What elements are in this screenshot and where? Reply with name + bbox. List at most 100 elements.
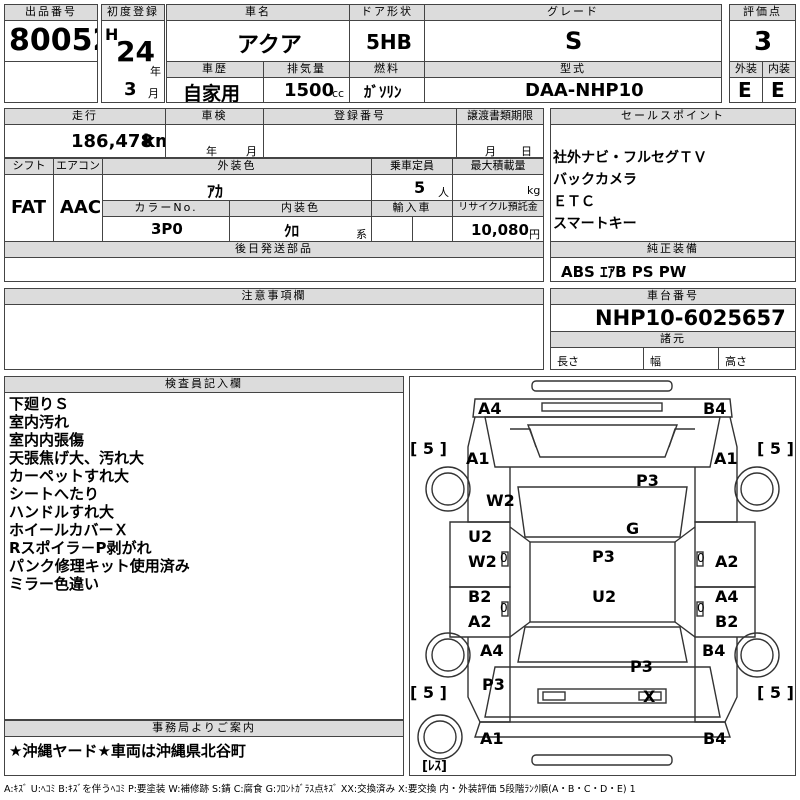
capacity: 5 [414, 178, 426, 197]
int-color-label: 内装色 [229, 200, 372, 217]
inspector-line: パンク修理キット使用済み [9, 557, 190, 575]
color-no: 3P0 [151, 220, 183, 238]
width-label: 幅 [650, 355, 661, 368]
shift-cell: FAT [4, 174, 54, 242]
mileage-label: 走行 [4, 108, 166, 125]
transfer-label: 譲渡書類期限 [456, 108, 544, 125]
history-label: 車歴 [166, 61, 264, 78]
door-cell: 5HB [349, 20, 425, 62]
damage-u2-roof: U2 [592, 587, 617, 606]
damage-u2-left-door: U2 [468, 527, 493, 546]
displacement: 1500 [284, 80, 335, 101]
sales-point-item: 社外ナビ・フルセグＴＶ [553, 150, 707, 166]
sales-point-list: 社外ナビ・フルセグＴＶ バックカメラ ＥＴＣ スマートキー [550, 124, 796, 242]
equipment: ABS ｴｱB PS PW [561, 263, 687, 281]
score: 3 [754, 27, 773, 57]
era: H [105, 25, 119, 44]
damage-a1-back-left: A1 [480, 729, 504, 748]
car-name-cell: アクア [166, 20, 350, 62]
damage-a4-front-left: A4 [478, 399, 502, 418]
ac-label: エアコン [53, 158, 103, 175]
later-parts-label: 後日発送部品 [4, 241, 544, 258]
sales-point-label: セールスポイント [550, 108, 796, 125]
shift: FAT [11, 197, 47, 218]
damage-b4-back-right: B4 [703, 729, 727, 748]
ac-cell: AAC [53, 174, 103, 242]
import-cell-a [371, 216, 413, 242]
sales-point-item: スマートキー [553, 216, 637, 232]
damage-p3-roof: P3 [592, 547, 615, 566]
inspector-line: Rスポイラ－P剥がれ [9, 539, 152, 557]
spare-tire-status: [ﾚｽ] [422, 759, 447, 774]
color-no-cell: 3P0 [102, 216, 230, 242]
inspector-line: ホイールカバーＸ [9, 521, 129, 539]
score-cell: 3 [729, 20, 796, 62]
grade-label: グレード [424, 4, 722, 21]
damage-p3-rear-left: P3 [482, 675, 505, 694]
ac: AAC [60, 197, 102, 218]
lot-no-label: 出品番号 [4, 4, 98, 21]
reg-year-unit: 年 [150, 65, 161, 78]
ext-color-cell: ｱｶ [102, 174, 372, 201]
reg-year: 24 [116, 35, 155, 68]
transfer-month-unit: 月 [485, 145, 496, 158]
car-name-label: 車名 [166, 4, 350, 21]
reg-month: 3 [124, 79, 137, 100]
sales-point-item: ＥＴＣ [553, 194, 595, 210]
notes-label: 注意事項欄 [4, 288, 544, 305]
chassis-no: NHP10-6025657 [595, 306, 786, 330]
door-label: ドア形状 [349, 4, 425, 21]
legend: A:ｷｽﾞ U:ﾍｺﾐ B:ｷｽﾞを伴うﾍｺﾐ P:要塗装 W:補修跡 S:錆 … [4, 784, 636, 795]
displacement-unit: cc [332, 87, 345, 100]
inspector-line: 天張焦げ大、汚れ大 [9, 449, 145, 467]
dims-label: 諸元 [550, 331, 796, 348]
displacement-cell: 1500 cc [263, 77, 350, 103]
mirror-mark-l2: 0 [500, 601, 508, 615]
mileage-cell: 186,478 km [4, 124, 166, 158]
later-parts-cell [4, 257, 544, 282]
inspector-line: 室内内張傷 [9, 431, 85, 449]
model: DAA-NHP10 [525, 80, 644, 101]
inspector-line: ハンドルすれ大 [9, 503, 115, 521]
exterior-grade: E [738, 78, 752, 102]
damage-a1-front-right: A1 [714, 449, 738, 468]
import-label: 輸入車 [371, 200, 453, 217]
car-name: アクア [237, 33, 302, 58]
exterior-label: 外装 [729, 61, 763, 78]
car-outline [417, 380, 780, 766]
capacity-label: 乗車定員 [371, 158, 453, 175]
inspector-notes: 下廻りＳ 室内汚れ 室内内張傷 天張焦げ大、汚れ大 カーペットすれ大 シートへた… [4, 392, 404, 720]
model-label: 型式 [424, 61, 722, 78]
inspector-line: 室内汚れ [9, 413, 70, 431]
mirror-mark-r2: 0 [697, 601, 705, 615]
lot-no: 80052 [9, 23, 97, 58]
exterior-cell: E [729, 77, 763, 103]
model-cell: DAA-NHP10 [424, 77, 722, 103]
lot-no-cell: 80052 [4, 20, 98, 62]
fuel: ｶﾞｿﾘﾝ [364, 83, 402, 101]
lot-no-extra [4, 61, 98, 103]
ext-color-label: 外装色 [102, 158, 372, 175]
inspector-line: ミラー色違い [9, 575, 100, 593]
mirror-mark-l1: 0 [500, 551, 508, 565]
chassis-label: 車台番号 [550, 288, 796, 305]
tire-tread-rear-left: [ 5 ] [410, 683, 447, 702]
shift-label: シフト [4, 158, 54, 175]
damage-p3-hood: P3 [636, 471, 659, 490]
inspection-month-unit: 月 [246, 145, 257, 158]
inspection-cell: 年 月 [165, 124, 264, 158]
mileage-unit: km [143, 131, 165, 152]
history-cell: 自家用 [166, 77, 264, 103]
recycle-label: リサイクル預託金 [452, 200, 544, 217]
office-label: 事務局よりご案内 [4, 720, 404, 737]
score-label: 評価点 [729, 4, 796, 21]
office-cell: ★沖縄ヤード★車両は沖縄県北谷町 [4, 736, 404, 776]
tire-tread-front-right: [ 5 ] [757, 439, 794, 458]
sales-point-item: バックカメラ [553, 172, 637, 188]
capacity-unit: 人 [438, 186, 449, 199]
grade: S [565, 27, 583, 55]
reg-no-cell [263, 124, 457, 158]
inspector-line: カーペットすれ大 [9, 467, 130, 485]
damage-a4-rear-left: A4 [480, 641, 504, 660]
inspection-year-unit: 年 [206, 145, 217, 158]
